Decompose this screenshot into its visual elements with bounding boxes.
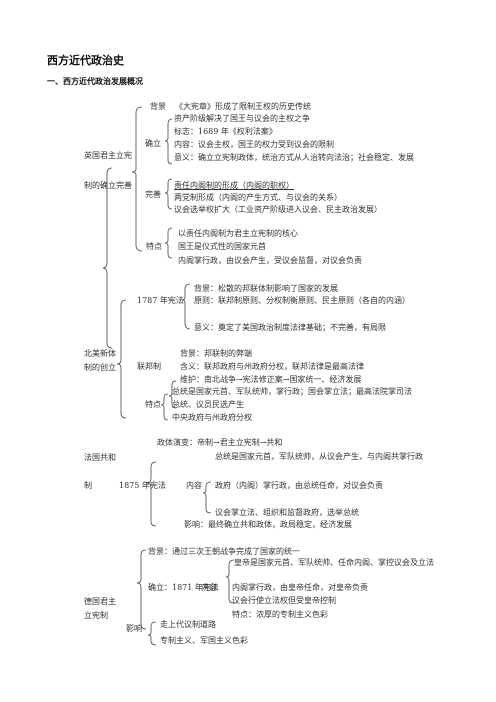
page-title: 西方近代政治史: [47, 54, 124, 67]
us-label-line1: 北美新体: [84, 349, 116, 358]
uk-label-line2: 制的确立完善: [84, 181, 132, 190]
germany-label-line1: 德国君主: [84, 597, 116, 606]
us-features-brace: [160, 393, 169, 421]
us-label-line2: 制的创立: [84, 363, 116, 372]
uk-features-item: 国王是仪式性的国家元首: [178, 242, 266, 251]
germany-influence-item: 专制主义、军国主义色彩: [160, 636, 248, 645]
france-label-line2: 制: [84, 481, 92, 490]
uk-background-label: 背景: [150, 102, 166, 111]
top-outer-brace: [102, 167, 113, 349]
us-federal-label: 联邦制: [137, 362, 161, 371]
france-content-item: 总统是国家元首，军队统帅，从议会产生，与内阁共掌行政: [215, 452, 423, 461]
us-constitution-label: 1787 年宪法: [137, 296, 184, 305]
germany-content-item: 皇帝是国家元首、军队统帅、任命内阁、掌控议会及立法: [234, 558, 434, 567]
germany-content-item: 议会行使立法权但受皇帝控制: [232, 596, 336, 605]
uk-improve-brace: [164, 178, 173, 210]
france-content-label: 内容: [186, 481, 202, 490]
uk-establish-item: 资产阶级解决了国王与议会的主权之争: [174, 114, 310, 123]
france-constitution-label: 1875 年宪法: [119, 481, 166, 490]
uk-label-line1: 英国君主立宪: [84, 151, 132, 160]
germany-content-item: 内阁掌行政，由皇帝任命，对皇帝负责: [232, 583, 368, 592]
uk-features-label: 特点: [146, 242, 162, 251]
us-federal-brace: [168, 380, 177, 409]
us-federal-item: 背景：邦联制的弊端: [180, 349, 252, 358]
uk-improve-item: 两党制形成（内阁的产生方式、与议会的关系）: [174, 193, 342, 202]
uk-establish-brace: [164, 118, 173, 165]
germany-main-brace: [136, 549, 147, 630]
france-content-item: 议会掌立法、组织和监督政府，选举总统: [215, 508, 359, 517]
us-constitution-item: 背景：松散的邦联体制影响了国家的发展: [194, 284, 338, 293]
us-federal-item: 维护：南北战争→宪法修正案→国家统一、经济发展: [180, 375, 362, 384]
us-federal-item: 含义：联邦政府与州政府分权，联邦法律是最高法律: [180, 362, 364, 371]
uk-improve-item: 责任内阁制的形成（内阁的职权）: [174, 181, 294, 190]
uk-establish-item: 意义：确立立宪制政体，统治方式从人治转向法治；社会稳定、发展: [174, 153, 414, 162]
france-evolution: 政体演变：帝制→君主立宪制→共和: [157, 438, 283, 447]
uk-establish-label: 确立: [145, 139, 161, 148]
us-constitution-item: 意义：奠定了美国政治制度法律基础；不完善，有局限: [194, 323, 386, 332]
germany-background: 背景：通过三次王朝战争完成了国家的统一: [148, 547, 300, 556]
uk-main-brace: [131, 106, 143, 252]
uk-features-item: 内阁掌行政，由议会产生，受议会监督，对议会负责: [178, 256, 362, 265]
uk-features-item: 以责任内阁制为君主立宪制的核心: [178, 229, 298, 238]
us-features-item: 总统、议员民选产生: [172, 400, 244, 409]
uk-establish-item: 标志：1689 年《权利法案》: [174, 127, 277, 136]
uk-background-text: 《大宪章》形成了限制王权的历史传统: [175, 102, 311, 111]
germany-influence-label: 影响: [126, 624, 142, 633]
france-content-item: 政府（内阁）掌行政，由总统任命，对议会负责: [215, 481, 383, 490]
germany-establish-label: 确立：1871 年宪法: [148, 583, 219, 592]
france-label-line1: 法国共和: [84, 453, 116, 462]
us-features-label: 特点: [145, 400, 161, 409]
us-main-brace: [116, 299, 127, 419]
us-constitution-brace: [181, 283, 191, 330]
uk-establish-item: 内容：议会主权，国王的权力受到议会的限制: [174, 140, 334, 149]
france-main-brace: [146, 461, 157, 527]
us-constitution-item: 原则：联邦制原则、分权制衡原则、民主原则（各自的内涵）: [194, 296, 410, 305]
us-features-item: 中央政府与州政府分权: [172, 413, 252, 422]
section-heading: 一、西方近代政治发展概况: [47, 77, 143, 86]
france-content-brace: [202, 481, 212, 514]
us-features-item: 总统是国家元首、军队统帅，掌行政；国会掌立法；最高法院掌司法: [172, 387, 412, 396]
uk-improve-item: 议会选举权扩大（工业资产阶级进入议会、民主政治发展）: [174, 205, 382, 214]
uk-features-brace: [164, 227, 173, 259]
germany-content-label: 内容: [201, 583, 217, 592]
germany-influence-brace: [147, 621, 157, 646]
france-impact: 影响：最终确立共和政体，政局稳定，经济发展: [184, 520, 352, 529]
germany-content-brace: [225, 559, 235, 604]
germany-label-line2: 立宪制: [84, 611, 108, 620]
germany-features: 特点：浓厚的专制主义色彩: [232, 610, 328, 619]
uk-improve-label: 完善: [145, 190, 161, 199]
germany-influence-item: 走上代议制道路: [160, 620, 216, 629]
